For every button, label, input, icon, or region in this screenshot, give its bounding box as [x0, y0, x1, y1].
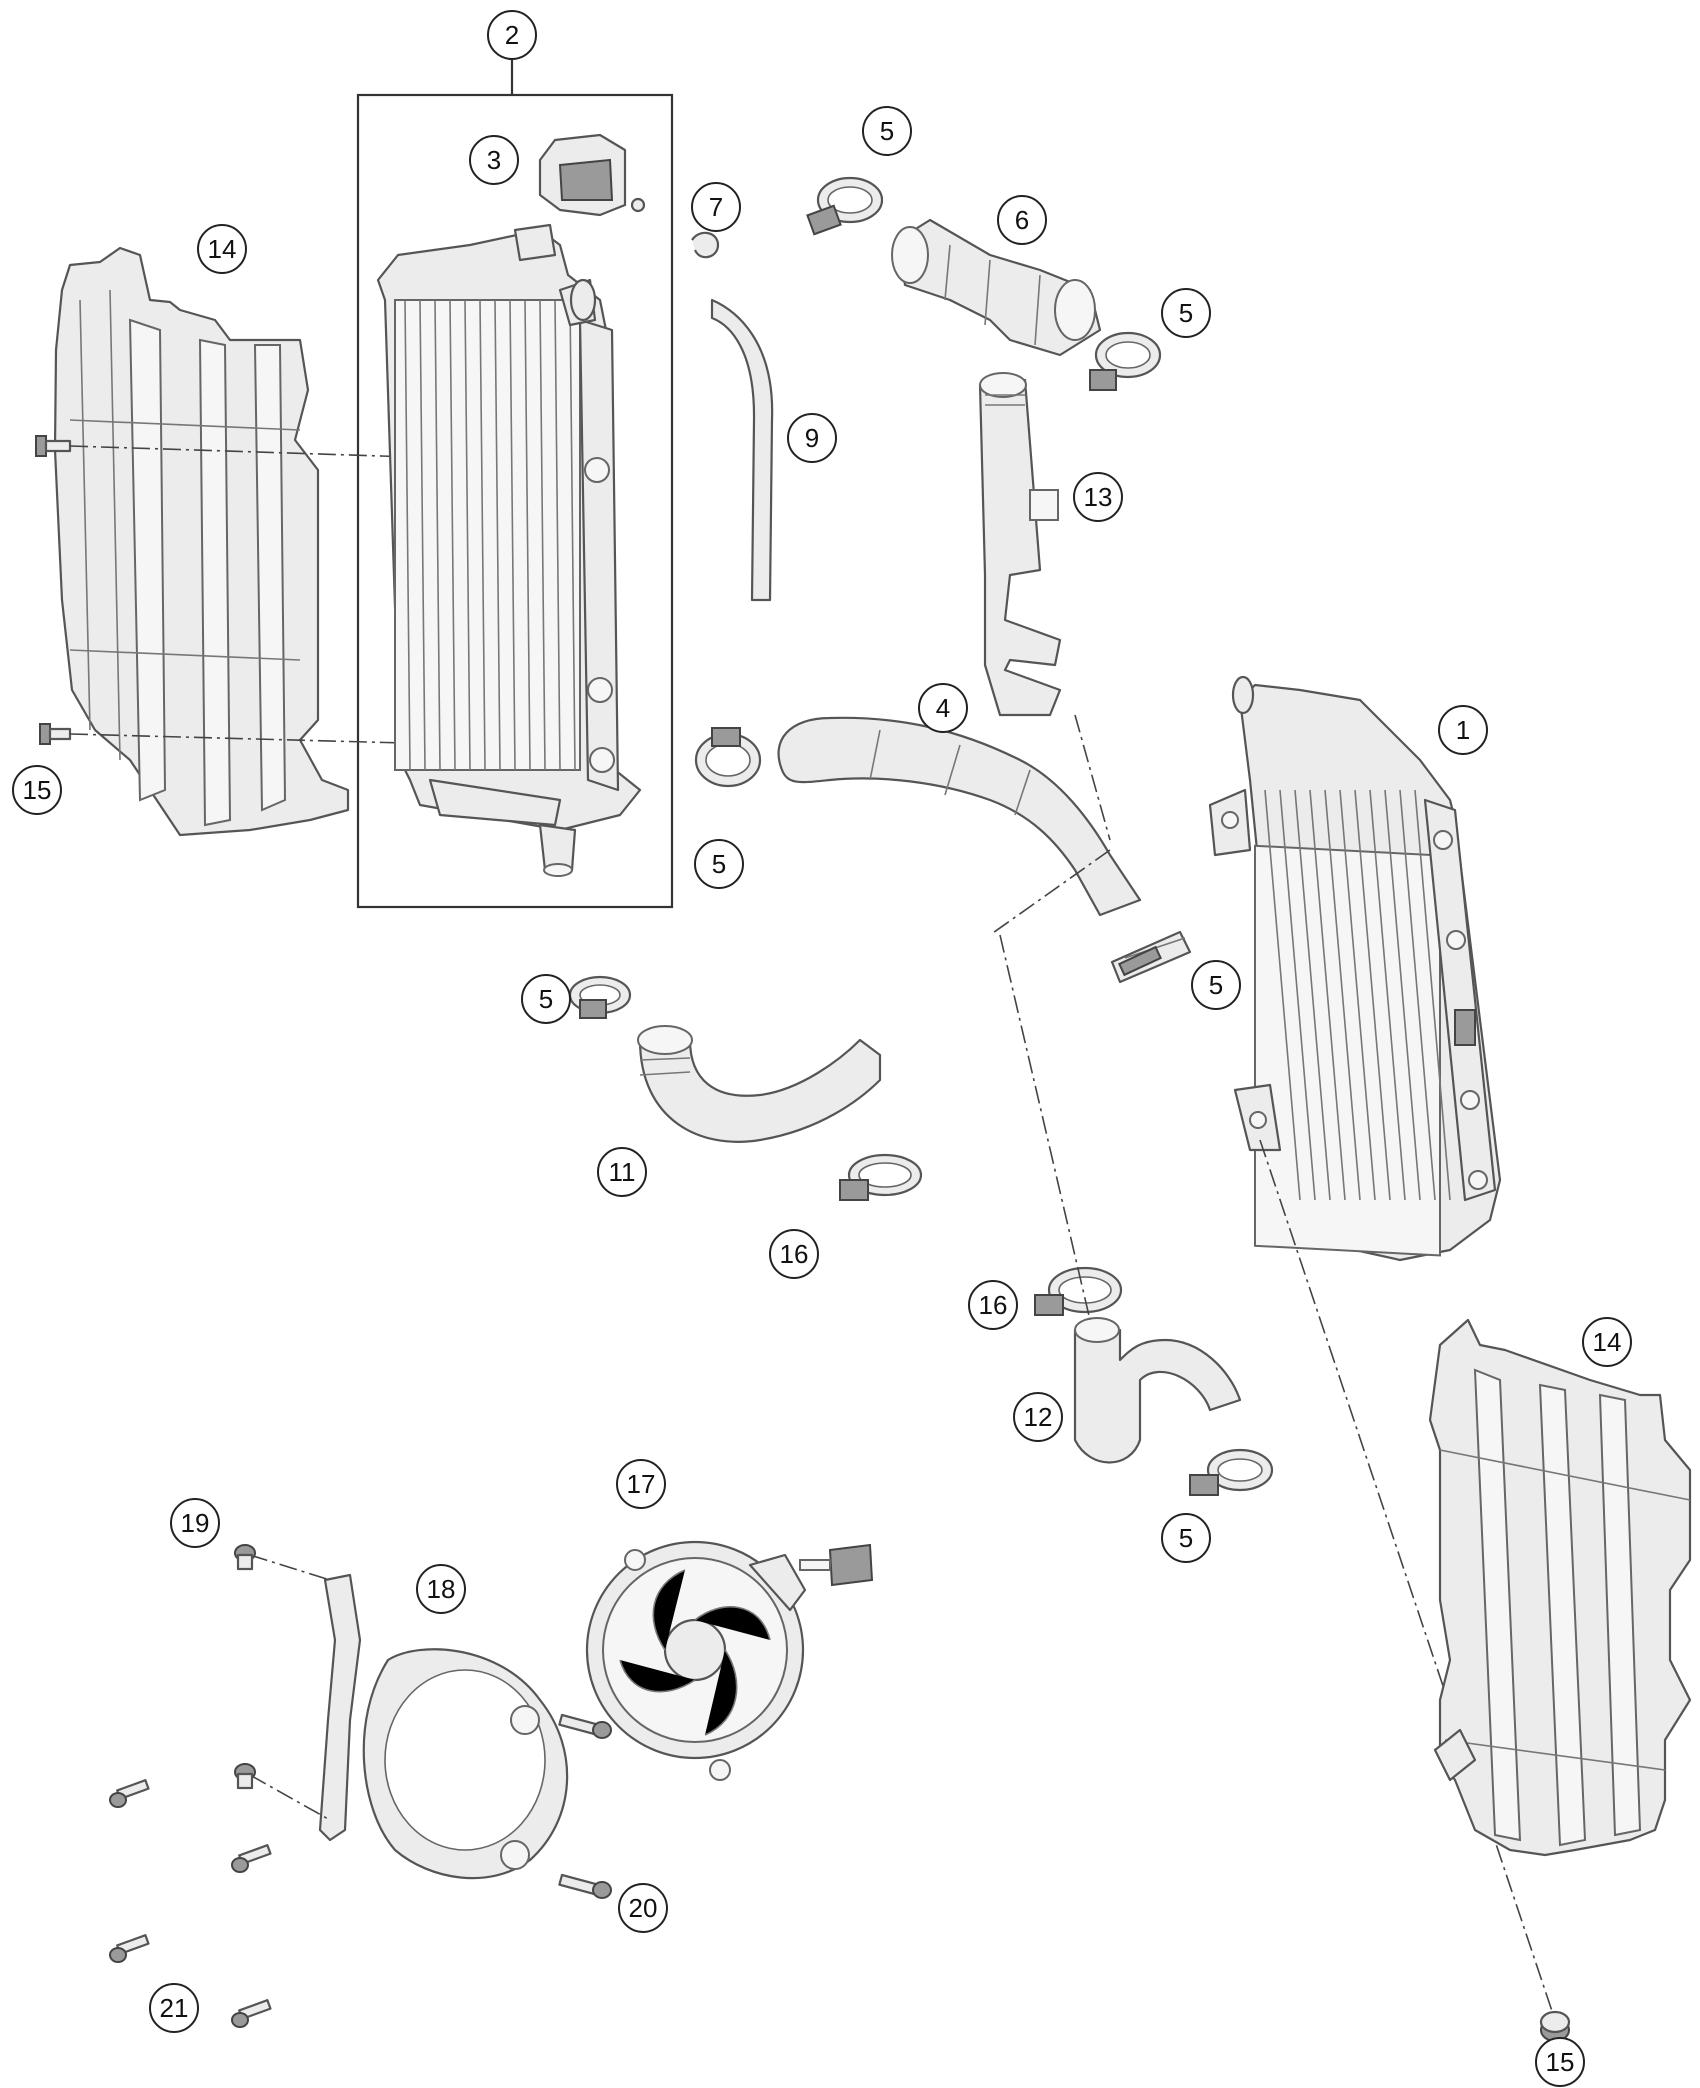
right-radiator	[1208, 675, 1556, 2021]
callout-16-left: 16	[769, 1229, 819, 1279]
callout-5-left-lower: 5	[521, 974, 571, 1024]
callout-5-right-middle: 5	[1191, 960, 1241, 1010]
callout-9: 9	[787, 413, 837, 463]
callout-5-bottom: 5	[1161, 1513, 1211, 1563]
callout-5-upper-right: 5	[1161, 288, 1211, 338]
callout-5-right-middle-label: 5	[1209, 970, 1223, 1000]
left-shroud-lower-bolt	[39, 723, 72, 745]
callout-13: 13	[1073, 472, 1123, 522]
callout-5-top-label: 5	[880, 116, 894, 146]
fan-shroud	[362, 1648, 569, 1880]
callout-3: 3	[469, 135, 519, 185]
filler-neck	[978, 372, 1111, 841]
callout-15-left: 15	[12, 765, 62, 815]
hose-clamp-upper-right	[1089, 331, 1162, 391]
thermostat-housing	[891, 218, 1102, 357]
overflow-clip	[691, 231, 720, 259]
callout-3-label: 3	[487, 145, 501, 175]
callout-1-label: 1	[1456, 715, 1470, 745]
callout-5-left-middle: 5	[694, 839, 744, 889]
callout-15-right-label: 15	[1546, 2047, 1575, 2077]
callout-4-label: 4	[936, 693, 950, 723]
callout-1: 1	[1438, 705, 1488, 755]
callout-11-label: 11	[609, 1157, 636, 1187]
callout-2-label: 2	[505, 20, 519, 50]
hose-clamp-bottom	[1189, 1448, 1274, 1496]
screw-21-b	[231, 1844, 272, 1873]
screw-21-a	[109, 1779, 150, 1808]
screw-20-upper	[558, 1713, 612, 1739]
callout-14-left: 14	[197, 224, 247, 274]
callout-5-bottom-label: 5	[1179, 1523, 1193, 1553]
hose-clamp-bolt	[1118, 945, 1162, 977]
callout-18-label: 18	[427, 1574, 456, 1604]
callout-16-left-label: 16	[780, 1239, 809, 1269]
callout-12: 12	[1013, 1392, 1063, 1442]
leader-lower-bolt	[69, 733, 591, 749]
main-coolant-hose	[777, 716, 1142, 936]
callout-6: 6	[997, 195, 1047, 245]
radiator-cap	[538, 133, 646, 217]
left-radiator-shroud	[53, 246, 350, 837]
callout-17-label: 17	[627, 1469, 656, 1499]
callout-19: 19	[170, 1498, 220, 1548]
callout-19-label: 19	[181, 1508, 210, 1538]
callout-5-top: 5	[862, 106, 912, 156]
callout-2: 2	[487, 10, 537, 60]
callout-4: 4	[918, 683, 968, 733]
callout-16-right: 16	[968, 1280, 1018, 1330]
callout-17: 17	[616, 1459, 666, 1509]
callout-5-upper-right-label: 5	[1179, 298, 1193, 328]
callout-9-label: 9	[805, 423, 819, 453]
callout-13-label: 13	[1084, 482, 1113, 512]
callout-15-right: 15	[1535, 2037, 1585, 2087]
lower-hose-11	[637, 1025, 882, 1143]
callout-21-label: 21	[160, 1993, 189, 2023]
screw-21-c	[109, 1934, 150, 1963]
callout-18: 18	[416, 1564, 466, 1614]
left-radiator	[376, 223, 642, 877]
hose-clamp-16-left	[839, 1153, 923, 1201]
callout-5-left-lower-label: 5	[539, 984, 553, 1014]
hose-clamp-top	[806, 176, 884, 236]
callout-21: 21	[149, 1983, 199, 2033]
callout-5-left-middle-label: 5	[712, 849, 726, 879]
hose-clamp-lower-left	[568, 975, 632, 1019]
screw-21-d	[231, 1999, 272, 2028]
callout-7: 7	[691, 182, 741, 232]
callout-7-label: 7	[709, 192, 723, 222]
cooling-fan	[585, 1540, 874, 1781]
hose-clamp-16-right	[1034, 1266, 1123, 1316]
right-shroud-bolt	[1539, 2010, 1571, 2042]
screw-20-lower	[558, 1873, 612, 1899]
callout-15-left-label: 15	[23, 775, 52, 805]
callout-20-label: 20	[629, 1893, 658, 1923]
callout-6-label: 6	[1015, 205, 1029, 235]
callout-20: 20	[618, 1883, 668, 1933]
callout-14-right: 14	[1582, 1317, 1632, 1367]
overflow-hose	[710, 298, 774, 602]
callout-12-label: 12	[1024, 1402, 1053, 1432]
radiator-assembly-frame	[356, 60, 674, 909]
callout-14-right-label: 14	[1593, 1327, 1622, 1357]
hose-clamp-left-middle	[694, 727, 762, 788]
screw-19-upper	[234, 1544, 256, 1571]
right-radiator-shroud	[1428, 1318, 1692, 1857]
lower-hose-12	[999, 934, 1242, 1464]
screw-19-lower	[234, 1763, 256, 1790]
fan-bracket	[249, 1554, 362, 1842]
callout-11: 11	[597, 1147, 647, 1197]
callout-16-right-label: 16	[979, 1290, 1008, 1320]
callout-14-left-label: 14	[208, 234, 237, 264]
